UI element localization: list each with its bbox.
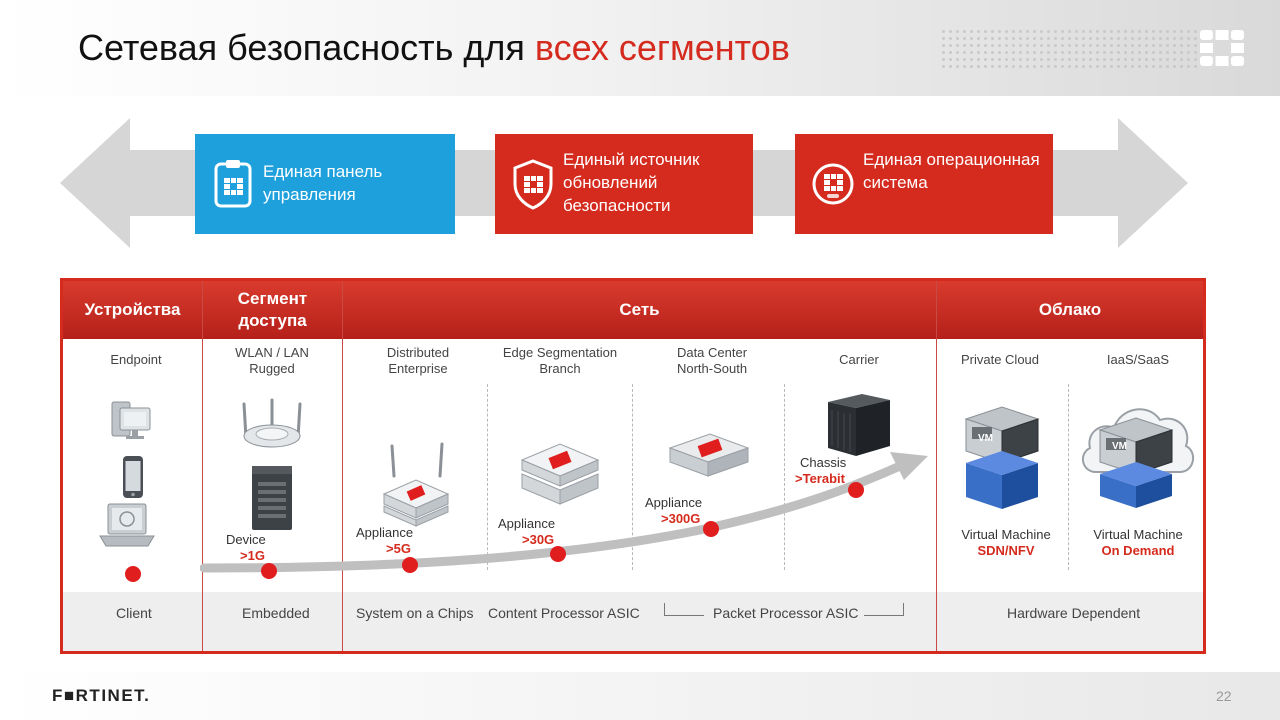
firewall-appliance-medium-icon: [520, 440, 600, 516]
subcolumn-endpoint: Endpoint: [110, 352, 162, 367]
subcolumn-divider: [784, 384, 785, 570]
shield-icon: [511, 158, 555, 210]
perf-chassis: Chassis >Terabit: [795, 455, 847, 486]
desktop-endpoint-icon: [106, 398, 158, 442]
vm-badge: VM: [1112, 441, 1127, 452]
phone-endpoint-icon: [122, 455, 144, 499]
fortinet-logo-icon: [1198, 28, 1246, 68]
label-content-processor: Content Processor ASIC: [488, 605, 640, 621]
chassis-icon: [822, 392, 894, 458]
title-accent: всех сегментов: [534, 27, 790, 68]
label-client: Client: [116, 605, 152, 621]
slide-title: Сетевая безопасность для всех сегментов: [78, 26, 790, 70]
firewall-appliance-large-icon: [668, 430, 750, 480]
label-soc: System on a Chips: [356, 605, 474, 621]
data-point-device: [261, 563, 277, 579]
data-point-chassis: [848, 482, 864, 498]
subcolumn-private-cloud: Private Cloud: [960, 352, 1040, 367]
subcolumn-divider: [632, 384, 633, 570]
fortinet-wordmark: F■RTINET.: [52, 686, 151, 705]
bracket-left: [664, 603, 704, 616]
subcolumn-wlan: WLAN / LAN Rugged: [235, 345, 309, 376]
rugged-switch-icon: [248, 464, 296, 532]
subcolumn-iaas: IaaS/SaaS: [1106, 352, 1170, 367]
perf-appliance-30g: Appliance >30G: [498, 516, 556, 547]
cloud-vm-icon: [1076, 388, 1196, 514]
column-divider: [202, 592, 203, 651]
data-point-appliance-5g: [402, 557, 418, 573]
label-embedded: Embedded: [242, 605, 310, 621]
laptop-endpoint-icon: [98, 500, 156, 550]
feature-unified-os: Единая операционная система: [795, 134, 1053, 234]
clipboard-icon: [211, 158, 255, 210]
feature-unified-management: Единая панель управления: [195, 134, 455, 234]
data-point-client: [125, 566, 141, 582]
cloud-vm-sdn: Virtual Machine SDN/NFV: [961, 527, 1051, 558]
column-header-network: Сеть: [343, 281, 936, 339]
perf-device: Device >1G: [226, 532, 266, 563]
slide-footer: [0, 672, 1280, 720]
feature-text: Единая операционная система: [863, 150, 1040, 192]
subcolumn-distributed: Distributed Enterprise: [386, 345, 450, 376]
perf-appliance-300g: Appliance >300G: [645, 495, 703, 526]
header-dot-pattern: [940, 28, 1200, 68]
column-divider: [202, 281, 203, 651]
cloud-vm-on-demand: Virtual Machine On Demand: [1093, 527, 1183, 558]
column-divider: [936, 281, 937, 651]
os-chip-icon: [811, 158, 855, 210]
bracket-right: [864, 603, 904, 616]
subcolumn-datacenter: Data Center North-South: [676, 345, 748, 376]
growth-arrow: [200, 448, 940, 578]
title-main: Сетевая безопасность для: [78, 27, 525, 68]
firewall-appliance-small-icon: [380, 440, 452, 530]
label-packet-processor: Packet Processor ASIC: [713, 605, 859, 621]
column-divider: [342, 592, 343, 651]
vm-stack-icon: [964, 405, 1040, 515]
processor-row: [63, 592, 1203, 651]
data-point-appliance-300g: [703, 521, 719, 537]
subcolumn-divider: [1068, 384, 1069, 570]
label-hardware-dependent: Hardware Dependent: [1007, 605, 1141, 621]
feature-text: Единый источник обновлений безопасности: [563, 150, 700, 215]
column-divider: [342, 281, 343, 651]
perf-appliance-5g: Appliance >5G: [356, 525, 414, 556]
column-header-cloud: Облако: [937, 281, 1203, 339]
vm-badge: VM: [978, 433, 993, 444]
wireless-ap-icon: [238, 398, 306, 450]
page-number: 22: [1216, 688, 1232, 704]
subcolumn-edge: Edge Segmentation Branch: [502, 345, 618, 376]
subcolumn-carrier: Carrier: [839, 352, 879, 367]
column-divider: [936, 592, 937, 651]
data-point-appliance-30g: [550, 546, 566, 562]
feature-unified-updates: Единый источник обновлений безопасности: [495, 134, 753, 234]
column-header-devices: Устройства: [63, 281, 202, 339]
subcolumn-divider: [487, 384, 488, 570]
column-header-access: Сегмент доступа: [203, 281, 342, 339]
feature-text: Единая панель управления: [263, 162, 383, 204]
